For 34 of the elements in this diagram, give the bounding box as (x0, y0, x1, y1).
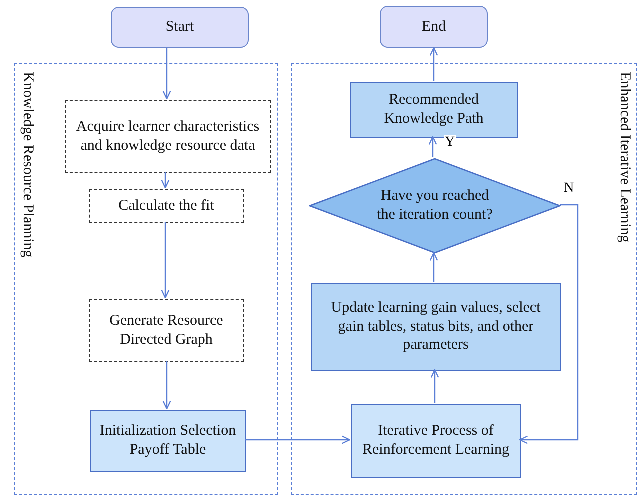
arrow (430, 252, 438, 282)
decision-text: Have you reached the iteration count? (376, 187, 494, 225)
arrow (162, 48, 172, 100)
box-text: End (422, 18, 446, 36)
terminal-box (380, 6, 488, 48)
process-box (311, 283, 561, 371)
process-box (89, 189, 244, 223)
box-text: Update learning gain values, select gain tables, status bits, and other parameters (330, 298, 542, 356)
box-text: Calculate the fit (118, 196, 214, 216)
box-text: Recommended Knowledge Path (383, 91, 485, 129)
box-text: Initialization Selection Payoff Table (98, 422, 238, 460)
process-box (65, 100, 271, 173)
process-box (350, 82, 518, 138)
panel-heading: Enhanced Iterative Learning (616, 72, 634, 243)
arrow (519, 204, 579, 444)
arrow (161, 172, 170, 189)
arrow (162, 361, 172, 410)
arrow (245, 436, 351, 444)
arrow (161, 222, 170, 299)
process-box (90, 410, 246, 472)
arrow (430, 369, 440, 403)
process-box (89, 299, 244, 362)
group-panel (291, 63, 637, 495)
terminal-box (111, 7, 249, 48)
arrow (430, 47, 438, 81)
box-text: Acquire learner characteristics and knowledge resource data (75, 118, 261, 156)
arrow (428, 136, 438, 157)
box-text: Generate Resource Directed Graph (108, 312, 224, 350)
decision-diamond (309, 158, 561, 254)
panel-heading: Knowledge Resource Planning (19, 72, 37, 258)
process-box (351, 404, 521, 478)
group-panel (14, 63, 278, 495)
box-text: Iterative Process of Reinforcement Learning (361, 422, 511, 460)
box-text: Start (166, 18, 194, 37)
